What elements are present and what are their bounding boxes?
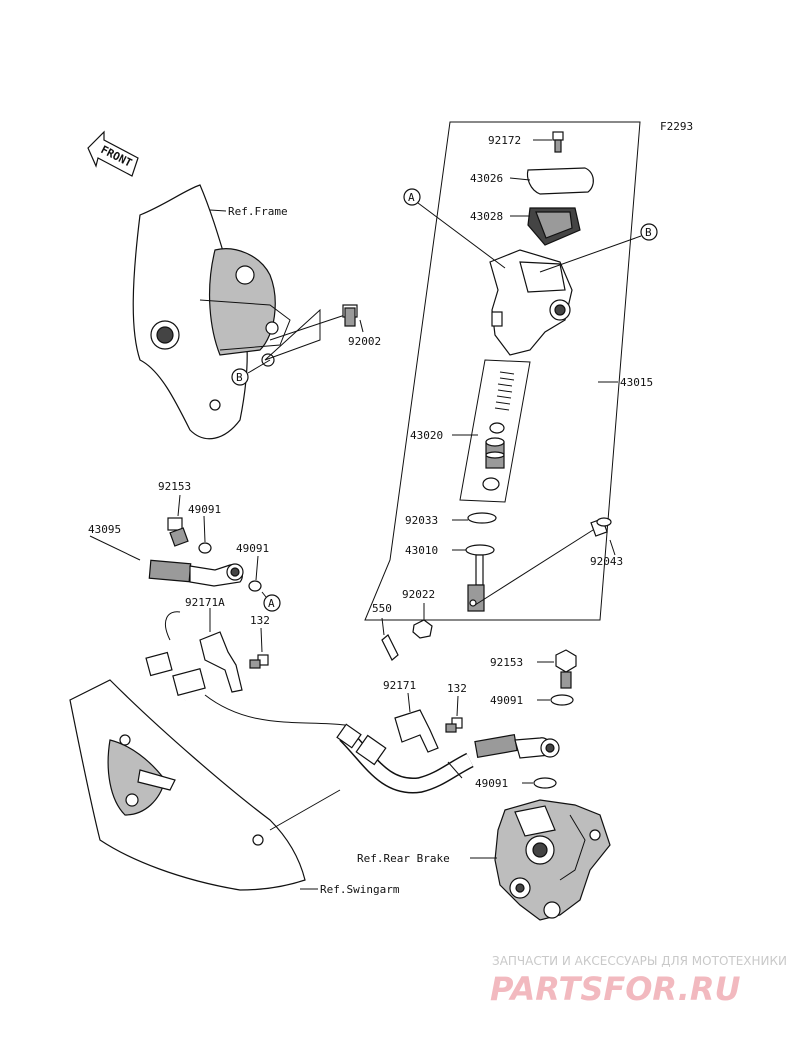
callout-b-frame: B <box>231 359 271 386</box>
part-label-92043: 92043 <box>590 555 623 568</box>
front-arrow-icon: FRONT <box>87 130 139 177</box>
bolt-92002 <box>269 304 358 341</box>
part-label-92171A: 92171A <box>185 596 225 609</box>
callout-a-hose: A <box>261 591 281 612</box>
part-label-92033: 92033 <box>405 514 438 527</box>
part-label-49091-b: 49091 <box>236 542 269 555</box>
part-label-49091-c: 49091 <box>490 694 523 707</box>
part-label-92002: 92002 <box>348 335 381 348</box>
banjo-bolt-92153-top <box>167 517 189 547</box>
part-label-43010: 43010 <box>405 544 438 557</box>
brake-hose-lower <box>336 723 560 794</box>
clamp-92171A <box>165 611 243 693</box>
push-rod-43010 <box>465 544 495 612</box>
watermark-tagline: ЗАПЧАСТИ И АКСЕССУАРЫ ДЛЯ МОТОТЕХНИКИ <box>492 954 787 968</box>
diagram-code: F2293 <box>660 120 693 133</box>
svg-text:A: A <box>268 597 275 610</box>
spring-43020 <box>494 371 515 411</box>
piston-kit-box <box>459 359 531 503</box>
pin-92043 <box>474 517 612 606</box>
callout-b-top: B <box>539 223 658 273</box>
circlip-92033 <box>467 512 497 524</box>
part-label-132-b: 132 <box>447 682 467 695</box>
svg-text:A: A <box>408 191 415 204</box>
part-label-43028: 43028 <box>470 210 503 223</box>
swingarm-drawing <box>69 679 341 891</box>
bolt-92172 <box>552 131 564 153</box>
clamp-92171 <box>394 709 439 753</box>
part-label-132-a: 132 <box>250 614 270 627</box>
part-label-92171: 92171 <box>383 679 416 692</box>
part-label-550: 550 <box>372 602 392 615</box>
callout-a-top: A <box>403 188 506 269</box>
part-label-43095: 43095 <box>88 523 121 536</box>
svg-text:B: B <box>236 371 243 384</box>
washer-49091-b <box>248 580 262 592</box>
washer-49091-c <box>550 694 574 706</box>
reservoir-cap-43026 <box>526 167 594 195</box>
part-label-92022: 92022 <box>402 588 435 601</box>
part-label-49091-a: 49091 <box>188 503 221 516</box>
piston-43020 <box>482 422 505 491</box>
washer-49091-d <box>533 777 557 789</box>
assembly-box-43015 <box>364 121 641 621</box>
ref-swingarm-label: Ref.Swingarm <box>320 883 400 896</box>
part-label-43020: 43020 <box>410 429 443 442</box>
diaphragm-43028 <box>527 207 581 246</box>
washer-49091-a <box>198 542 212 554</box>
part-label-92153-bottom: 92153 <box>490 656 523 669</box>
brake-hose-43095 <box>75 559 346 726</box>
nut-92022 <box>412 619 433 639</box>
rear-brake-caliper <box>494 799 611 921</box>
bolt-132-a <box>249 654 269 669</box>
part-label-43015: 43015 <box>620 376 653 389</box>
part-label-92153-top: 92153 <box>158 480 191 493</box>
watermark-logo: PARTSFOR.RU <box>490 970 740 1008</box>
svg-text:B: B <box>645 226 652 239</box>
ref-frame-label: Ref.Frame <box>228 205 288 218</box>
ref-rear-brake-label: Ref.Rear Brake <box>357 852 450 865</box>
part-label-43026: 43026 <box>470 172 503 185</box>
cotter-pin-550 <box>381 634 399 661</box>
banjo-bolt-92153-bottom <box>555 649 577 689</box>
frame-drawing <box>132 184 321 440</box>
bolt-132-b <box>445 717 463 733</box>
master-cylinder-body <box>489 249 573 356</box>
part-label-92172: 92172 <box>488 134 521 147</box>
part-label-49091-d: 49091 <box>475 777 508 790</box>
